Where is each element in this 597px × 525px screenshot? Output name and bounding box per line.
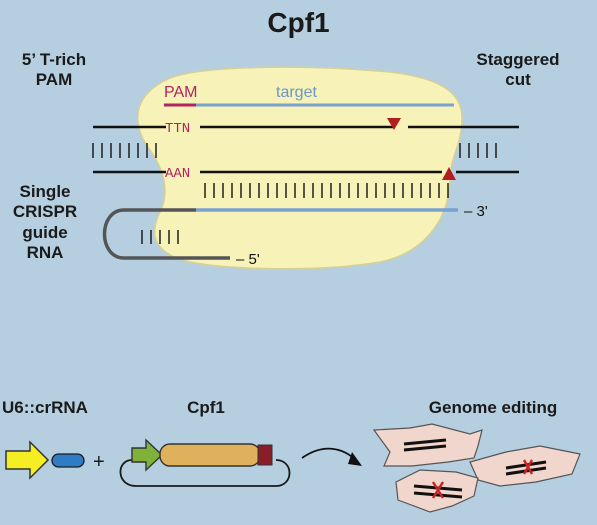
basepairs-dna-rna [204, 183, 449, 198]
pam-side-label: 5’ T-rich PAM [21, 50, 87, 90]
staggered-cut-label: Staggered cut [476, 50, 560, 90]
delivery-arrowhead [348, 452, 362, 466]
basepairs-hairpin [141, 230, 179, 244]
terminator-block [257, 444, 273, 466]
cell-1 [372, 423, 483, 467]
three-prime-label: – 3' [464, 203, 488, 220]
basepairs-right [459, 143, 497, 158]
cpf1-gene [159, 443, 261, 467]
cell-2 [469, 445, 581, 487]
aan-label: AAN [165, 166, 190, 182]
plus-sign: + [93, 451, 105, 473]
cpf1-promoter-arrow [131, 438, 164, 472]
cut-marker-top [387, 118, 401, 130]
ttn-label: TTN [165, 121, 190, 137]
u6-promoter-arrow [5, 440, 50, 480]
guide-rna-label: Single CRISPR guide RNA [12, 182, 78, 263]
cut-marker-bottom [442, 167, 456, 180]
cpf1-protein-shape [137, 66, 463, 270]
five-prime-label: – 5' [236, 251, 260, 268]
genome-editing-label: Genome editing [428, 398, 558, 417]
crrna-pill [51, 453, 85, 468]
basepairs-left [92, 143, 157, 158]
cell-3 [395, 469, 479, 513]
diagram-title: Cpf1 [267, 7, 330, 38]
target-label: target [276, 84, 317, 101]
plasmid-backbone [119, 459, 291, 487]
guide-rna-hairpin [102, 208, 230, 260]
cpf1-construct-label: Cpf1 [187, 398, 225, 417]
u6-crrna-label: U6::crRNA [2, 398, 88, 417]
pam-label: PAM [164, 84, 197, 101]
